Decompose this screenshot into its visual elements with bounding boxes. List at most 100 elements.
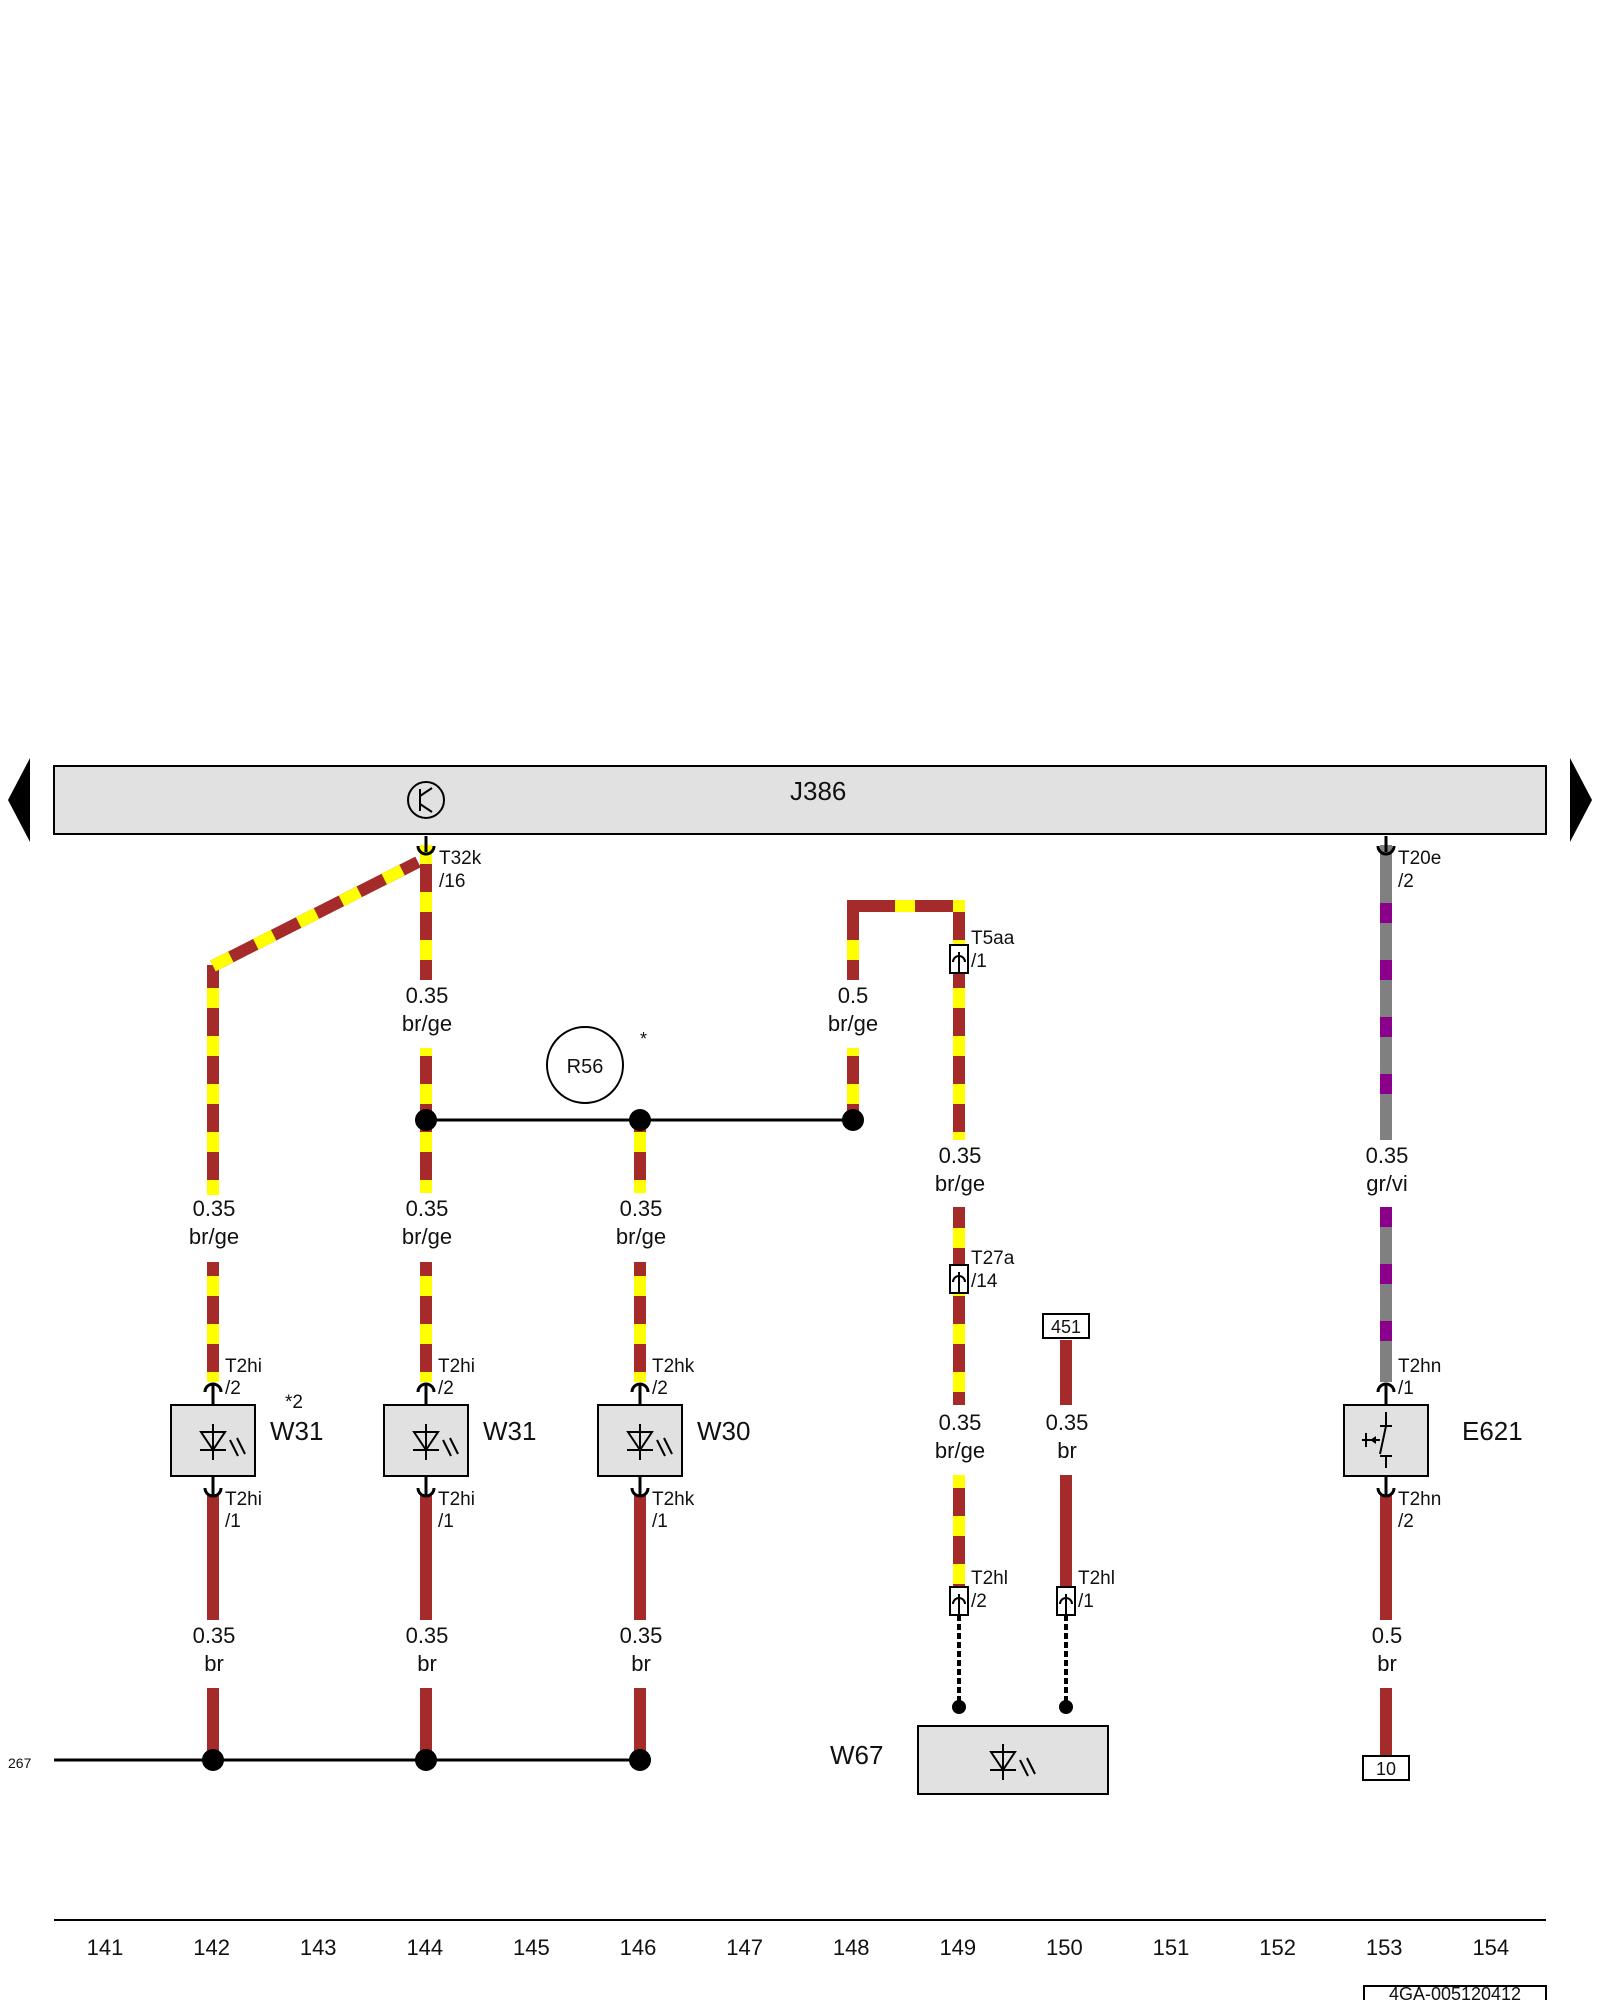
- wire-153-middle: [1380, 1207, 1392, 1382]
- wire-labels: 0.35 br/ge 0.5 br/ge 0.35 br/ge 0.35 gr/…: [189, 983, 1408, 1676]
- wire-label-color: br: [204, 1651, 224, 1676]
- conn-t2hk-1-name: T2hk: [652, 1489, 695, 1510]
- wire-label-size: 0.35: [1046, 1410, 1089, 1435]
- conn-t2hk-1-pin: /1: [652, 1511, 668, 1532]
- wire-153-lower: [1380, 1495, 1392, 1620]
- connector-arc: [630, 1487, 650, 1498]
- next-page-arrow-icon[interactable]: [1570, 758, 1592, 842]
- conn-t2hi-a1-pin: /1: [225, 1511, 241, 1532]
- ruler-label: 148: [833, 1935, 870, 1960]
- ruler-label: 154: [1472, 1935, 1509, 1960]
- conn-t2hi-a1-name: T2hi: [225, 1489, 262, 1510]
- wire-label-color: br: [631, 1651, 651, 1676]
- ruler-label: 145: [513, 1935, 550, 1960]
- conn-t2hi-a2-name: T2hi: [225, 1356, 262, 1377]
- ruler-label: 141: [87, 1935, 124, 1960]
- wire-149-upper: [953, 900, 965, 1140]
- conn-t2hi-b2-pin: /2: [438, 1378, 454, 1399]
- wire-label-size: 0.35: [620, 1196, 663, 1221]
- connector-arc: [416, 1487, 436, 1498]
- wire-150-upper: [1060, 1340, 1072, 1405]
- led-icon: [989, 1744, 1036, 1780]
- connector-labels: T32k /16 T5aa /1 T20e /2 T27a /14 T2hi /…: [225, 848, 1441, 1612]
- wire-150-lower: [1060, 1475, 1072, 1587]
- junction-dot: [629, 1109, 651, 1131]
- ruler-label: 152: [1259, 1935, 1296, 1960]
- component-e621: [1343, 1404, 1429, 1477]
- e621-label: E621: [1462, 1416, 1523, 1446]
- junction-dot: [952, 1700, 966, 1714]
- wire-label-color: br/ge: [828, 1011, 878, 1036]
- wire-label-size: 0.35: [193, 1623, 236, 1648]
- wire-144-bottom: [420, 1688, 432, 1760]
- conn-t2hk-2-name: T2hk: [652, 1356, 695, 1377]
- junction-dot: [415, 1749, 437, 1771]
- wire-label-size: 0.5: [838, 983, 869, 1008]
- connector-symbols: [203, 836, 1396, 1498]
- wire-142-lower: [207, 1495, 219, 1620]
- ruler-label: 149: [939, 1935, 976, 1960]
- led-icon: [199, 1424, 246, 1460]
- ruler-label: 151: [1153, 1935, 1190, 1960]
- resistor-r56: [546, 1026, 624, 1104]
- component-w67: [917, 1725, 1109, 1795]
- wire-label-color: br/ge: [402, 1011, 452, 1036]
- control-unit-label: J386: [790, 776, 846, 806]
- wire-153-stripe: [1380, 1264, 1392, 1284]
- conn-t2hl-2-pin: /2: [971, 1591, 987, 1612]
- w30-label: W30: [697, 1416, 750, 1446]
- conn-t27a-name: T27a: [971, 1248, 1015, 1269]
- doc-id-box: [1363, 1985, 1547, 2000]
- wire-label-color: br/ge: [935, 1438, 985, 1463]
- wire-153-stripe: [1380, 960, 1392, 980]
- wire-153-stripe: [1380, 1207, 1392, 1227]
- w67-label: W67: [830, 1740, 883, 1770]
- resistor-label: R56: [567, 1056, 604, 1078]
- wire-153-stripe: [1380, 1321, 1392, 1341]
- wire-144-top: [420, 845, 432, 980]
- ruler-label: 150: [1046, 1935, 1083, 1960]
- wire-146-bottom: [634, 1688, 646, 1760]
- led-icon: [626, 1424, 673, 1460]
- wire-142-diagonal-stripe: [210, 856, 421, 972]
- connector-arc: [1376, 845, 1396, 856]
- wire-153-stripe: [1380, 903, 1392, 923]
- conn-t2hn-2-pin: /2: [1398, 1511, 1414, 1532]
- junction-dots: [202, 1109, 1073, 1771]
- prev-page-arrow-icon[interactable]: [8, 758, 30, 842]
- ruler-label: 147: [726, 1935, 763, 1960]
- wire-142-upper: [207, 965, 219, 1195]
- connector-arc: [203, 1487, 223, 1498]
- control-unit-j386: [53, 765, 1547, 835]
- wire-153-stripe: [1380, 1074, 1392, 1094]
- ref-box-451: [1042, 1313, 1090, 1339]
- wire-label-size: 0.35: [1366, 1143, 1409, 1168]
- ruler-label: 144: [406, 1935, 443, 1960]
- wire-label-color: br: [417, 1651, 437, 1676]
- junction-dot: [629, 1749, 651, 1771]
- wire-label-color: gr/vi: [1366, 1171, 1408, 1196]
- wire-label-color: br: [1057, 1438, 1077, 1463]
- conn-t2hi-b2-name: T2hi: [438, 1356, 475, 1377]
- wire-bridge-stripe: [895, 900, 915, 912]
- wire-label-color: br: [1377, 1651, 1397, 1676]
- wire-label-size: 0.35: [939, 1410, 982, 1435]
- junction-dot: [842, 1109, 864, 1131]
- component-w31-a: [170, 1404, 256, 1477]
- ruler-label: 143: [300, 1935, 337, 1960]
- wire-label-color: br/ge: [616, 1224, 666, 1249]
- wire-148-lower: [847, 1048, 859, 1120]
- conn-t2hi-a2-pin: /2: [225, 1378, 241, 1399]
- conn-t2hk-2-pin: /2: [652, 1378, 668, 1399]
- connector-arc: [416, 845, 436, 856]
- component-w30: [597, 1404, 683, 1477]
- ground-ref-label: 267: [8, 1755, 32, 1771]
- boxed-connectors: [949, 944, 1076, 1616]
- conn-t2hl-2-name: T2hl: [971, 1568, 1008, 1589]
- conn-t20e-pin: /2: [1398, 871, 1414, 892]
- conn-t32k-name: T32k: [439, 848, 482, 869]
- wire-label-size: 0.35: [193, 1196, 236, 1221]
- transistor-icon: [407, 781, 445, 819]
